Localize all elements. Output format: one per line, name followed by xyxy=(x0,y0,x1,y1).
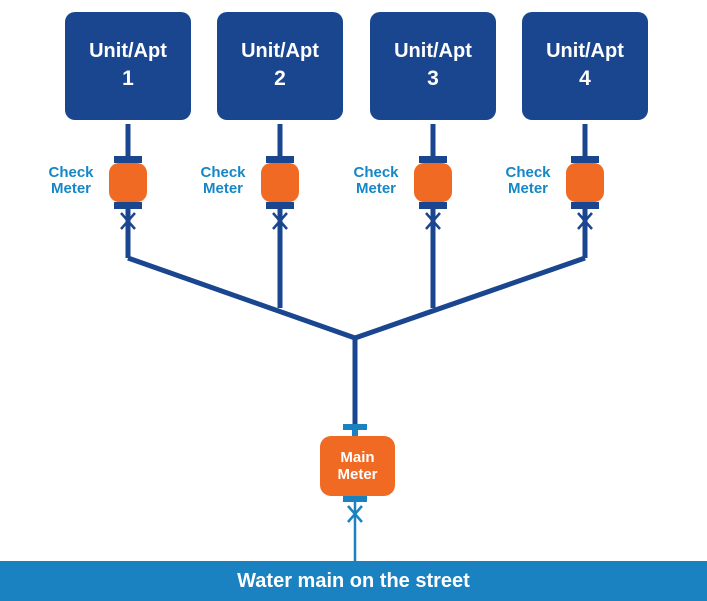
check-meter-body-4 xyxy=(566,163,604,202)
main-meter-label-line2: Meter xyxy=(337,466,378,483)
flange-bottom-3 xyxy=(419,202,447,209)
main-meter: Main Meter xyxy=(320,436,395,496)
check-meter-label-line1: Check xyxy=(353,164,399,181)
valve-icon-1 xyxy=(120,212,136,230)
flange-top-3 xyxy=(419,156,447,163)
check-meter-label-line2: Meter xyxy=(507,180,548,197)
unit-label: Unit/Apt xyxy=(546,40,624,62)
unit-number: 2 xyxy=(274,67,286,90)
valve-icon-2 xyxy=(272,212,288,230)
flange-bottom-1 xyxy=(114,202,142,209)
check-meter-label-line1: Check xyxy=(505,164,551,181)
main-flange-neck-bottom xyxy=(352,494,358,498)
main-flange-neck-top xyxy=(352,429,358,437)
manifold-left xyxy=(127,255,356,341)
main-flange-top xyxy=(343,424,367,430)
water-main-label: Water main on the street xyxy=(237,569,470,592)
check-meter-label-3: Check Meter xyxy=(346,165,406,197)
unit-number: 3 xyxy=(427,67,439,90)
unit-apt-3: Unit/Apt 3 xyxy=(370,12,496,120)
check-meter-body-2 xyxy=(261,163,299,202)
main-meter-label-line1: Main xyxy=(340,449,375,466)
check-meter-body-1 xyxy=(109,163,147,202)
valve-icon-4 xyxy=(577,212,593,230)
unit-number: 4 xyxy=(579,67,591,90)
main-flange-bottom xyxy=(343,496,367,502)
flange-bottom-4 xyxy=(571,202,599,209)
check-meter-label-2: Check Meter xyxy=(193,165,253,197)
flange-top-1 xyxy=(114,156,142,163)
manifold-right xyxy=(354,255,586,341)
unit-number: 1 xyxy=(122,67,134,90)
valve-icon-3 xyxy=(425,212,441,230)
flange-bottom-2 xyxy=(266,202,294,209)
check-meter-label-line2: Meter xyxy=(202,180,243,197)
unit-apt-2: Unit/Apt 2 xyxy=(217,12,343,120)
unit-label: Unit/Apt xyxy=(394,40,472,62)
check-meter-label-line1: Check xyxy=(200,164,246,181)
unit-apt-1: Unit/Apt 1 xyxy=(65,12,191,120)
water-main-street: Water main on the street xyxy=(0,561,707,601)
check-meter-label-line2: Meter xyxy=(355,180,396,197)
flange-top-4 xyxy=(571,156,599,163)
check-meter-body-3 xyxy=(414,163,452,202)
unit-label: Unit/Apt xyxy=(89,40,167,62)
unit-apt-4: Unit/Apt 4 xyxy=(522,12,648,120)
check-meter-label-4: Check Meter xyxy=(498,165,558,197)
check-meter-label-1: Check Meter xyxy=(41,165,101,197)
check-meter-label-line1: Check xyxy=(48,164,94,181)
unit-label: Unit/Apt xyxy=(241,40,319,62)
check-meter-label-line2: Meter xyxy=(50,180,91,197)
flange-top-2 xyxy=(266,156,294,163)
